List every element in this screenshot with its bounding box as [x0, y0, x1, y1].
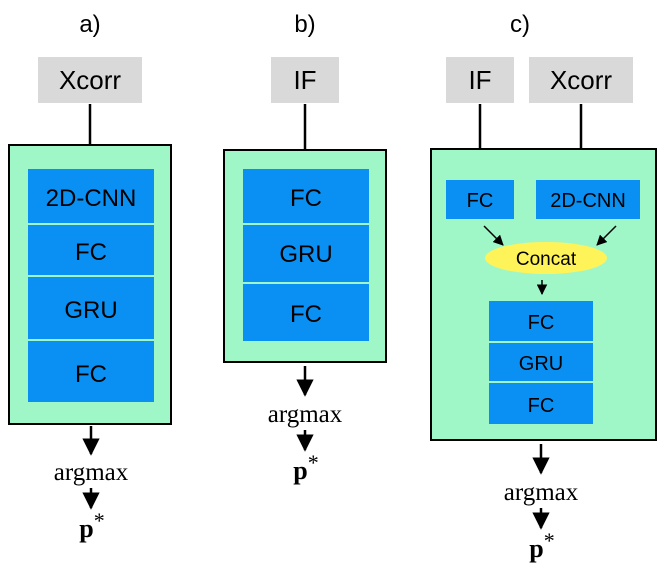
panel-a-layer-2	[28, 225, 154, 275]
panel-c-argmax-label: argmax	[504, 479, 579, 506]
panel-a-layer-3	[28, 277, 154, 339]
panel-b-layer-1	[243, 169, 369, 223]
panel-a-layer-1	[28, 169, 154, 223]
panel-c-input-right-box	[529, 57, 633, 103]
panel-b-layer-2	[243, 225, 369, 282]
panel-a-layer-1-label: 2D-CNN	[46, 185, 137, 212]
panel-c-branch-right-label: 2D-CNN	[550, 190, 626, 212]
panel-a-layer-3-label: GRU	[64, 297, 117, 324]
panel-b-input-box	[271, 57, 339, 103]
panel-c-label: c)	[510, 11, 530, 38]
panel-c-merge-node	[485, 242, 607, 274]
panel-b-input-label: IF	[293, 65, 316, 95]
panel-a-input-label: Xcorr	[59, 65, 121, 95]
panel-b-output: p*	[293, 450, 318, 485]
panel-c-branch-left-arrow	[483, 225, 504, 246]
panel-c-layer-1	[489, 301, 593, 341]
panel-c-input-left-box	[446, 57, 514, 103]
panel-a-output-main: p	[79, 514, 93, 543]
panel-b-layer-2-label: GRU	[279, 241, 332, 268]
panel-c-input-right-label: Xcorr	[550, 65, 612, 95]
panel-c-output-main: p	[529, 534, 543, 563]
panel-b: b) IF FC GRU FC argmax p*	[223, 11, 387, 485]
panel-a-layer-2-label: FC	[75, 239, 107, 266]
panel-b-output-sup: *	[308, 450, 319, 475]
panel-a-layer-4-label: FC	[75, 361, 107, 388]
panel-b-output-main: p	[293, 456, 307, 485]
panel-c-branch-left-label: FC	[467, 190, 494, 212]
panel-a-output-sup: *	[94, 508, 105, 533]
panel-c: c) IF Xcorr FC 2D-CNN Concat FC GRU FC a…	[430, 11, 657, 563]
panel-a-output: p*	[79, 508, 104, 543]
panel-a: a) Xcorr 2D-CNN FC GRU FC argmax p*	[8, 11, 172, 543]
panel-c-layer-1-label: FC	[528, 312, 555, 334]
panel-c-merge-label: Concat	[516, 249, 577, 270]
panel-c-layer-3-label: FC	[528, 395, 555, 417]
panel-c-layer-2-label: GRU	[519, 353, 563, 375]
panel-c-input-left-label: IF	[468, 65, 491, 95]
panel-c-branch-left	[446, 180, 514, 219]
panel-c-branch-right-arrow	[596, 225, 617, 246]
panel-c-branch-right	[536, 180, 640, 219]
panel-b-layer-3	[243, 284, 369, 341]
panel-a-label: a)	[79, 11, 100, 38]
panel-a-layer-4	[28, 341, 154, 402]
panel-c-layer-2	[489, 343, 593, 381]
panel-b-label: b)	[294, 11, 315, 38]
panel-a-input-box	[38, 57, 142, 103]
panel-c-output: p*	[529, 528, 554, 563]
panel-b-layer-1-label: FC	[290, 185, 322, 212]
panel-b-argmax-label: argmax	[268, 401, 343, 428]
panel-a-argmax-label: argmax	[54, 459, 129, 486]
panel-b-layer-3-label: FC	[290, 301, 322, 328]
panel-c-layer-3	[489, 383, 593, 424]
panel-c-output-sup: *	[544, 528, 555, 553]
